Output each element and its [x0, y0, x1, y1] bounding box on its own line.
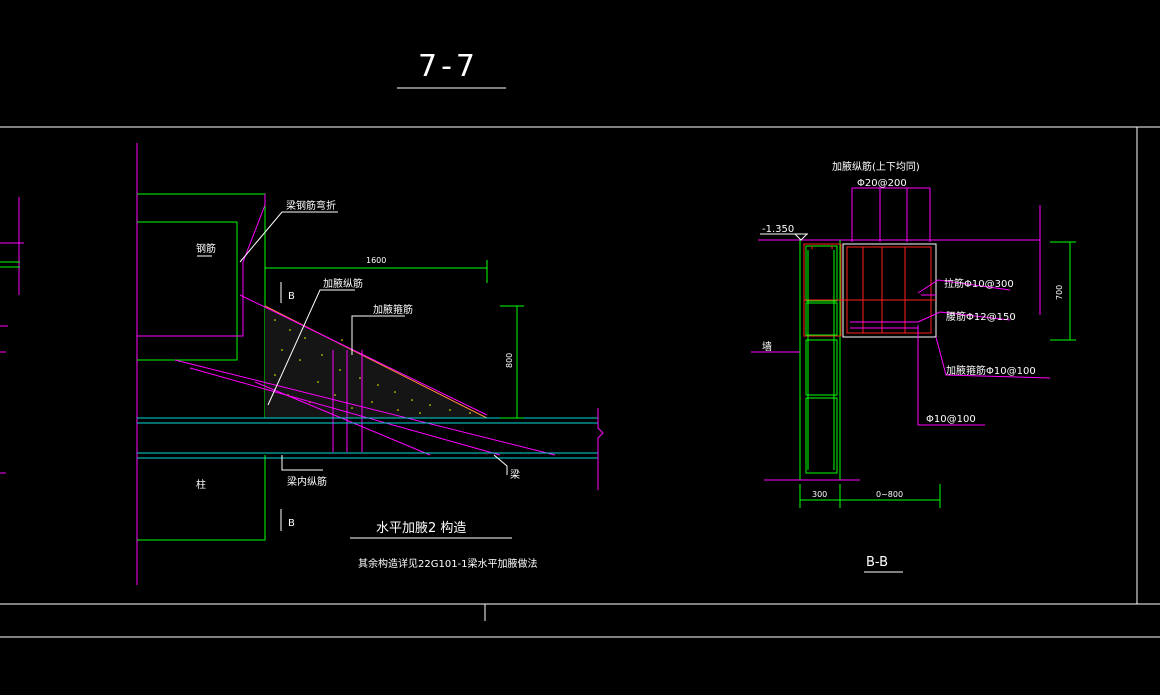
section-title-b-b: B-B — [866, 555, 888, 570]
label-beam: 梁 — [510, 468, 520, 481]
label-beam-longitudinal-bar: 梁内纵筋 — [287, 475, 327, 488]
dimension-800: 800 — [505, 353, 514, 368]
section-mark-b-top: B — [288, 291, 295, 302]
drawing-title: 7-7 — [418, 49, 479, 84]
top-bars-spec: Φ20@200 — [857, 178, 907, 189]
label-waist-bars: 腰筋Φ12@150 — [946, 310, 1016, 323]
label-haunch-top-bars: 加腋纵筋(上下均同) — [832, 160, 920, 173]
label-stirrup-spec: Φ10@100 — [926, 414, 976, 425]
label-column: 柱 — [196, 478, 206, 491]
dimension-300: 300 — [812, 490, 827, 499]
haunch-detail — [136, 143, 604, 585]
label-haunch-longitudinal-bar: 加腋纵筋 — [323, 277, 363, 290]
label-ties: 拉筋Φ10@300 — [944, 277, 1014, 290]
label-haunch-stirrup-spec: 加腋箍筋Φ10@100 — [946, 364, 1036, 377]
detail-caption: 水平加腋2 构造 — [376, 521, 466, 536]
detail-note: 其余构造详见22G101-1梁水平加腋做法 — [358, 557, 538, 570]
section-b-b — [751, 187, 1076, 573]
label-beam-bar-bend: 梁钢筋弯折 — [286, 199, 336, 212]
drawing-frame — [0, 126, 1160, 638]
dimension-1600: 1600 — [366, 256, 386, 265]
label-haunch-stirrup: 加腋箍筋 — [373, 303, 413, 316]
section-mark-b-bottom: B — [288, 518, 295, 529]
dimension-700: 700 — [1055, 285, 1064, 300]
elevation-value: -1.350 — [762, 224, 794, 235]
left-edge-partial-detail — [0, 197, 24, 474]
dimension-0-800: 0~800 — [876, 490, 903, 499]
label-wall: 墙 — [762, 340, 772, 353]
label-steel: 钢筋 — [196, 242, 216, 255]
